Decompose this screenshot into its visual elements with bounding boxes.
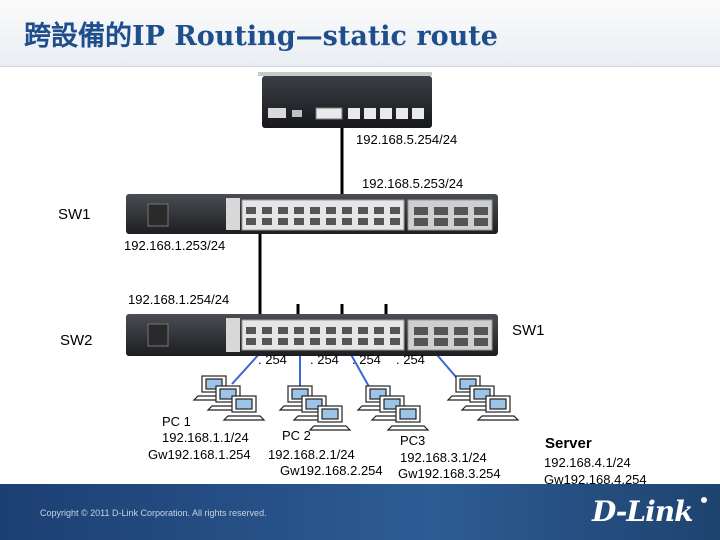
sw1-downlink-ip-label: 192.168.1.253/24: [124, 238, 226, 253]
pc1-name: PC 1: [162, 414, 191, 429]
dlink-logo: D-Link: [592, 495, 694, 528]
router-device: [258, 72, 432, 128]
server-computers: [446, 375, 520, 421]
pc2-name: PC 2: [282, 428, 311, 443]
pc1-ip: 192.168.1.1/24: [162, 430, 249, 445]
port-label-3: . 254: [352, 352, 381, 367]
port-label-1: . 254: [258, 352, 287, 367]
sw2-uplink-ip-label: 192.168.1.254/24: [128, 292, 230, 307]
server-ip: 192.168.4.1/24: [544, 455, 631, 470]
sw1-device: [126, 194, 498, 234]
copyright-text: Copyright © 2011 D-Link Corporation. All…: [40, 508, 267, 518]
page-title: 跨設備的IP Routing—static route: [24, 21, 498, 52]
pc1-computers: [192, 375, 266, 421]
pc2-ip: 192.168.2.1/24: [268, 447, 355, 462]
pc3-name: PC3: [400, 433, 426, 448]
pc1-gateway: Gw192.168.1.254: [148, 447, 251, 462]
server-name: Server: [545, 435, 592, 452]
pc2-gateway: Gw192.168.2.254: [280, 463, 383, 478]
sw1-uplink-ip-label: 192.168.5.253/24: [362, 176, 464, 191]
sw1-name-label: SW1: [58, 206, 91, 223]
sw2-name-label: SW2: [60, 332, 93, 349]
logo-dot-icon: [701, 497, 707, 503]
server-gateway: Gw192.168.4.254: [544, 472, 647, 487]
port-label-2: . 254: [310, 352, 339, 367]
pc2-computers: [278, 385, 352, 431]
pc3-ip: 192.168.3.1/24: [400, 450, 487, 465]
title-bar: 跨設備的IP Routing—static route: [0, 0, 720, 67]
port-label-4: . 254: [396, 352, 425, 367]
footer-bar: Copyright © 2011 D-Link Corporation. All…: [0, 484, 720, 540]
pc3-computers: [356, 385, 430, 431]
sw2-device: [126, 314, 498, 356]
router-ip-label: 192.168.5.254/24: [356, 132, 458, 147]
sw2-right-label: SW1: [512, 322, 545, 339]
pc3-gateway: Gw192.168.3.254: [398, 466, 501, 481]
